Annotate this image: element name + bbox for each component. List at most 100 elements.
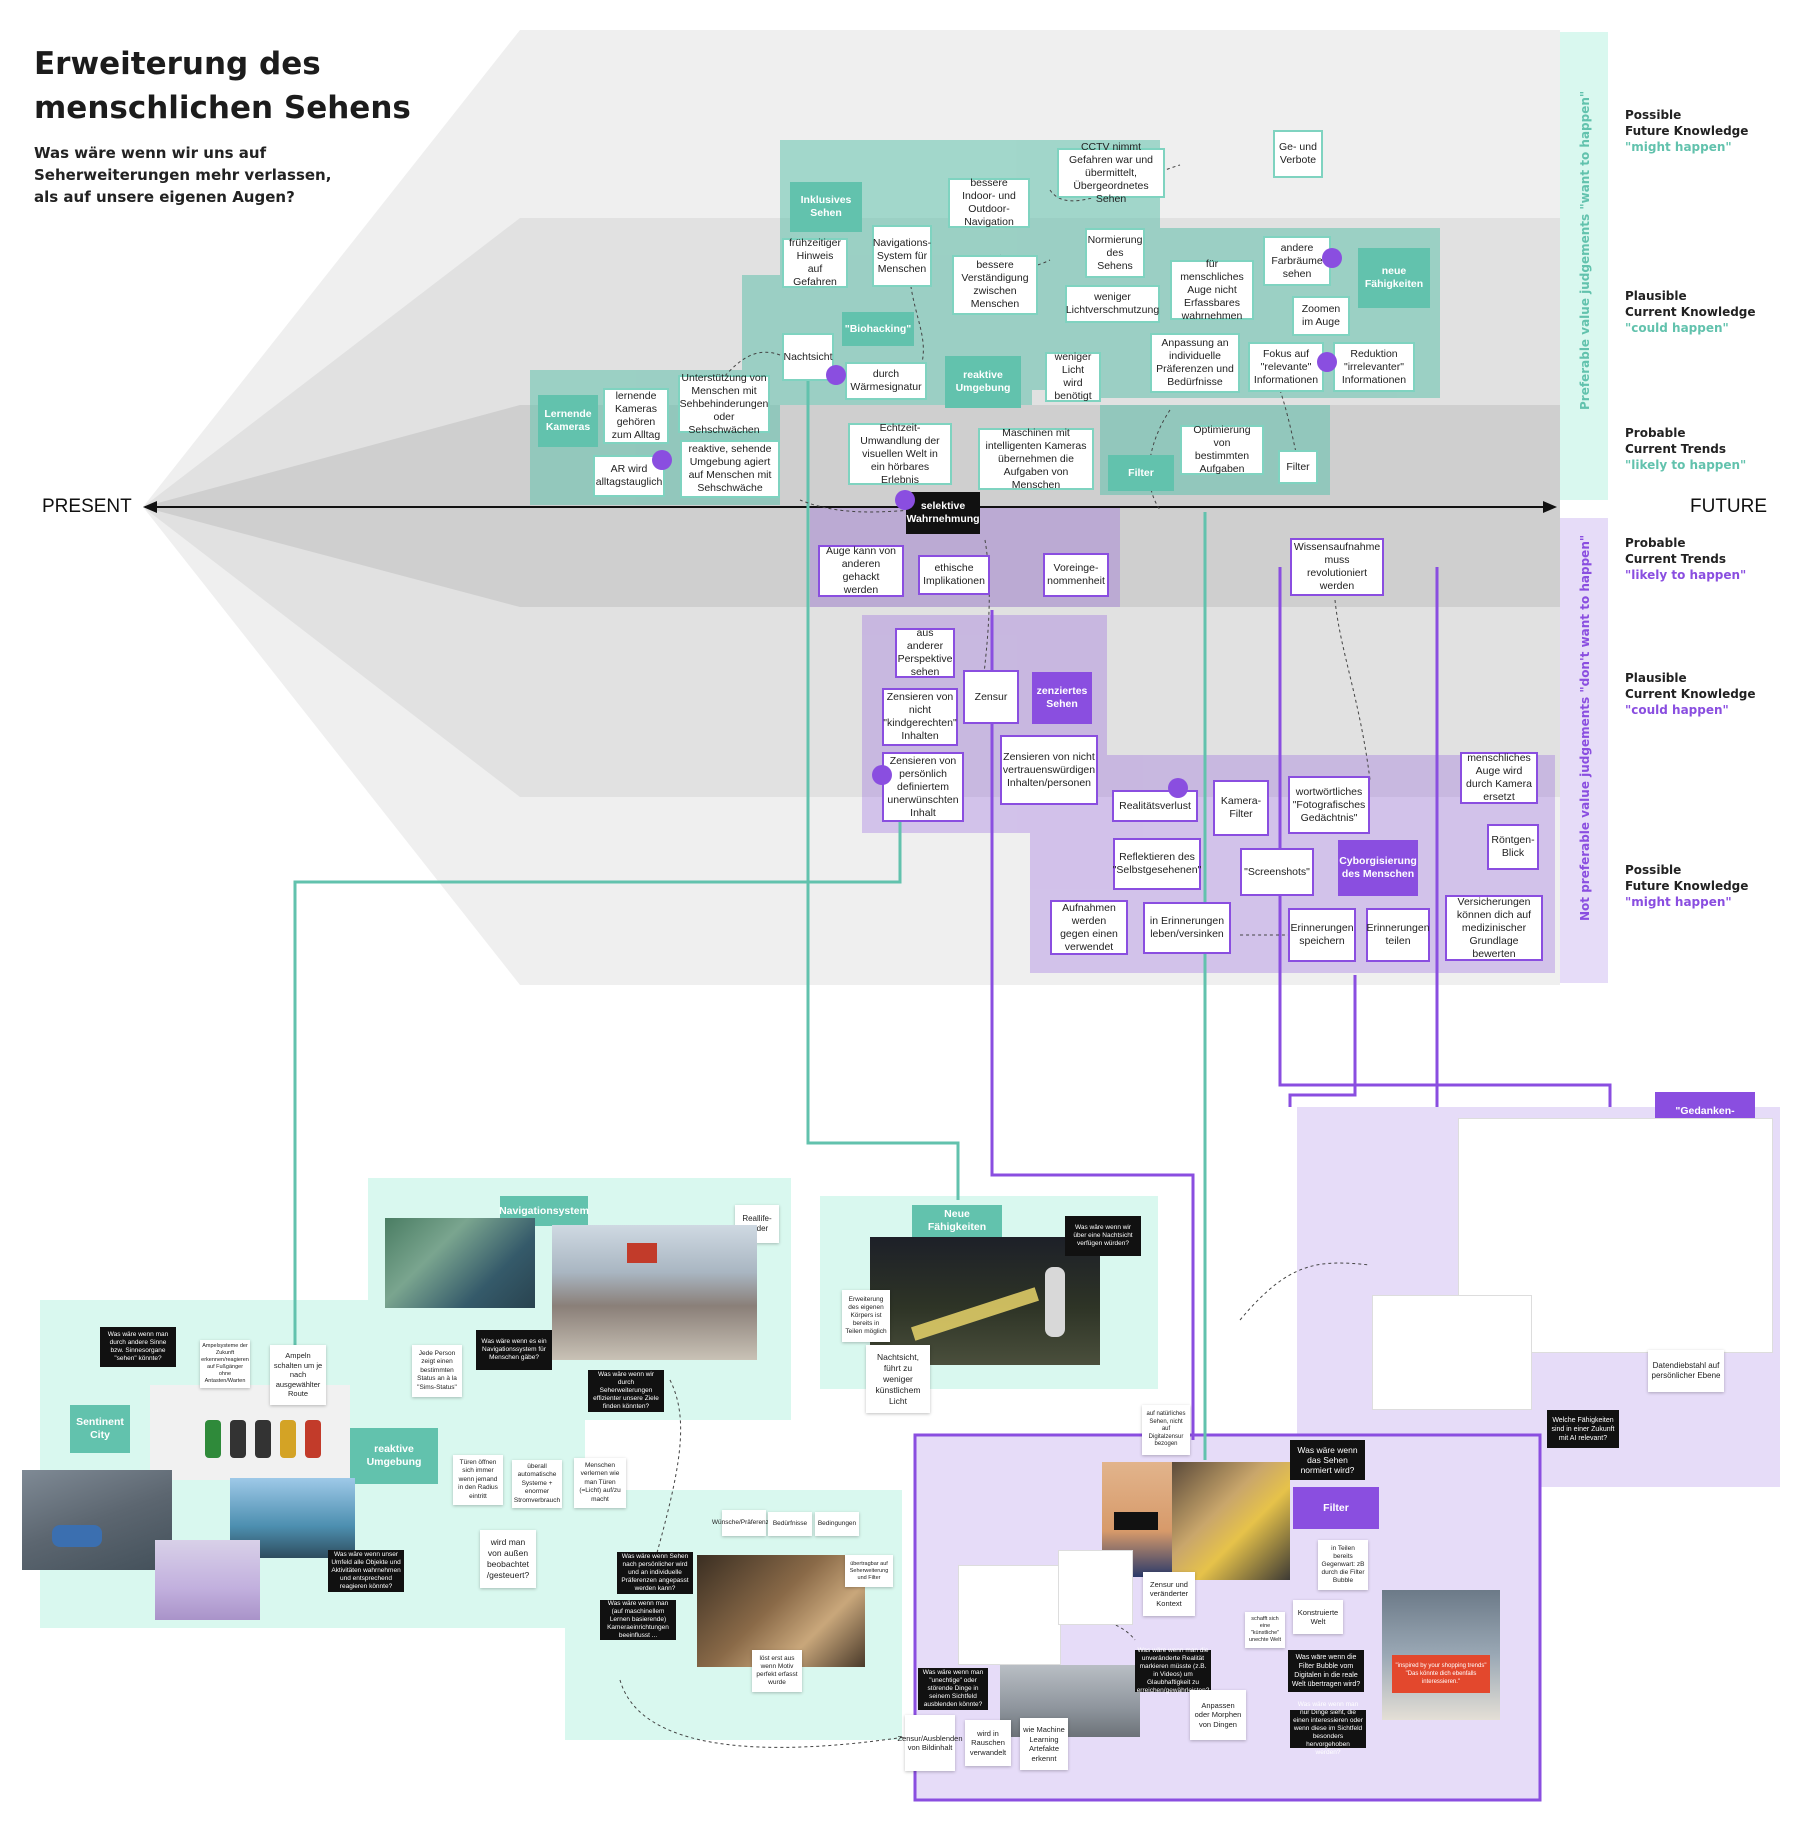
card-verstaendigung: bessere Verständigung zwischen Menschen: [952, 255, 1038, 315]
card-ar-alltagstauglich: AR wird alltagstauglich: [593, 455, 665, 497]
card-reaktive-sehende-umgebung: reaktive, sehende Umgebung agiert auf Me…: [680, 440, 780, 498]
vote-dot: [872, 765, 892, 785]
card-waermesignatur: durch Wärmesignatur: [845, 362, 927, 400]
light-beam-shape: [911, 1287, 1039, 1341]
card-ge-und-verbote: Ge- und Verbote: [1273, 130, 1323, 178]
tag-filter: Filter: [1108, 455, 1174, 491]
card-cctv: CCTV nimmt Gefahren war und übermittelt,…: [1057, 141, 1165, 205]
traffic-light-icon: [280, 1420, 296, 1458]
card-andere-perspektive: aus anderer Perspektive sehen: [895, 627, 955, 678]
camera-photographer-image: [697, 1555, 865, 1667]
question-card: Welche Fähigkeiten sind in einer Zukunft…: [1547, 1410, 1619, 1448]
card-optimierung: Optimierung von bestimmten Aufgaben: [1180, 424, 1264, 475]
card-auge-gehackt: Auge kann von anderen gehackt werden: [818, 545, 904, 597]
sticky-note: Bedingungen: [815, 1512, 859, 1536]
sticky-note: auf natürliches Sehen, nicht auf Digital…: [1142, 1405, 1190, 1455]
sticky-note: Erweiterung des eigenen Körpers ist bere…: [842, 1290, 890, 1342]
red-arrow-icon: [627, 1243, 657, 1263]
sticky-note: Türen öffnen sich immer wenn jemand in d…: [453, 1455, 503, 1505]
traffic-light-icon: [230, 1420, 246, 1458]
tag-reaktive-umgebung: reaktive Umgebung: [945, 356, 1021, 408]
axis-present-label: PRESENT: [42, 496, 132, 517]
question-card: Was wäre wenn man "unechtige" oder störe…: [918, 1668, 988, 1710]
card-screenshots: "Screenshots": [1240, 848, 1314, 896]
question-card: Was wäre wenn man (auf maschinellem Lern…: [600, 1600, 676, 1640]
sticky-note: Anpassen oder Morphen von Dingen: [1190, 1690, 1246, 1740]
sticky-note: Ampelsysteme der Zukunft erkennen/reagie…: [200, 1340, 250, 1388]
tag-lernende-kameras: Lernende Kameras: [538, 395, 598, 447]
side-label-not-preferable: Not preferable value judgements "don't w…: [1578, 534, 1592, 921]
traffic-light-icon: [305, 1420, 321, 1458]
tag-zenziertes-sehen: zenziertes Sehen: [1032, 672, 1092, 724]
card-in-erinnerungen-leben: in Erinnerungen leben/versinken: [1143, 902, 1231, 954]
sticky-note: in Teilen bereits Gegenwart: zB durch di…: [1318, 1540, 1368, 1590]
sticky-note: wird man von außen beobachtet /gesteuert…: [480, 1530, 536, 1588]
card-kamera-ersetzt: menschliches Auge wird durch Kamera erse…: [1460, 752, 1538, 804]
traffic-lights-image: [150, 1385, 350, 1480]
sticky-note: Datendiebstahl auf persönlicher Ebene: [1648, 1350, 1724, 1392]
not-preferable-bar: [1560, 518, 1608, 983]
card-zensur: Zensur: [963, 670, 1019, 724]
side-label-preferable: Preferable value judgements "want to hap…: [1578, 90, 1592, 410]
question-card: Was wäre wenn Sehen nach persönlicher wi…: [617, 1552, 693, 1594]
traffic-light-icon: [255, 1420, 271, 1458]
censor-bar-shape: [1114, 1512, 1158, 1530]
sticky-note: Menschen verlernen wie man Türen (=Licht…: [574, 1458, 626, 1508]
card-filter: Filter: [1278, 450, 1318, 484]
card-lernende-kameras: lernende Kameras gehören zum Alltag: [603, 388, 669, 444]
sticky-note: Zensur und veränderter Kontext: [1143, 1572, 1195, 1616]
card-fokus-relevant: Fokus auf "relevante" Informationen: [1248, 342, 1324, 392]
preferable-bar: [1560, 32, 1608, 500]
board-tag-filter: Filter: [1293, 1487, 1379, 1529]
card-persoenlich-unerwuenscht: Zensieren von persönlich definiertem une…: [882, 752, 964, 822]
tag-inklusives-sehen: Inklusives Sehen: [790, 182, 862, 232]
person-figure: [1045, 1267, 1065, 1337]
card-nachtsicht: Nachtsicht: [782, 333, 834, 381]
tag-selektive-wahrnehmung: selektive Wahrnehmung: [906, 492, 980, 534]
vote-dot: [895, 490, 915, 510]
gedanken-sketch-cafe: [1372, 1295, 1532, 1410]
card-voreingenommenheit: Voreinge-nommenheit: [1043, 553, 1109, 597]
card-weniger-licht-benoetigt: weniger Licht wird benötigt: [1045, 351, 1101, 402]
card-kindgerecht: Zensieren von nicht "kindgerechten" Inha…: [882, 688, 958, 746]
card-reduktion-irrelevant: Reduktion "irrelevanter" Informationen: [1333, 342, 1415, 392]
sticky-note: Wünsche/Präferenzen: [712, 1510, 776, 1536]
sticky-note: Bedürfnisse: [768, 1512, 812, 1536]
sticky-note: Jede Person zeigt einen bestimmten Statu…: [412, 1345, 462, 1397]
card-normierung: Normierung des Sehens: [1085, 228, 1145, 278]
vote-dot: [826, 365, 846, 385]
sticky-note: Ampeln schalten um je nach ausgewählter …: [270, 1345, 326, 1405]
card-ethische-implikationen: ethische Implikationen: [918, 555, 990, 595]
card-nicht-erfassbares: für menschliches Auge nicht Erfassbares …: [1170, 258, 1254, 322]
smart-crossing-image: [22, 1470, 172, 1570]
card-realitaetsverlust: Realitätsverlust: [1112, 790, 1198, 822]
traffic-light-icon: [205, 1420, 221, 1458]
card-andere-farbraeume: andere Farbräume sehen: [1263, 236, 1331, 286]
bond-collage-image: [1172, 1462, 1290, 1580]
question-card: Was wäre wenn es ein Navigationssystem f…: [476, 1330, 552, 1370]
board-tag-reaktive-umgebung: reaktive Umgebung: [350, 1428, 438, 1484]
sticky-note: Zensur/Ausblenden von Bildinhalt: [897, 1715, 963, 1771]
card-indoor-outdoor: bessere Indoor- und Outdoor-Navigation: [948, 177, 1030, 228]
card-unterstuetzung: Unterstützung von Menschen mit Sehbehind…: [678, 371, 770, 436]
sticky-note: schafft sich eine "künstliche" unechte W…: [1245, 1612, 1285, 1648]
question-card: Was wäre wenn man nur Dinge sieht, die e…: [1290, 1701, 1366, 1756]
card-zoomen-im-auge: Zoomen im Auge: [1292, 296, 1350, 336]
card-maschinen-kameras: Maschinen mit intelligenten Kameras über…: [978, 427, 1094, 491]
card-roentgen-blick: Röntgen-Blick: [1487, 824, 1539, 870]
card-fruehzeitiger-hinweis: frühzeitiger Hinweis auf Gefahren: [782, 237, 848, 288]
sticky-note: übertragbar auf Seherweiterung und Filte…: [845, 1555, 893, 1587]
card-aufnahmen-gegen: Aufnahmen werden gegen einen verwendet: [1050, 900, 1128, 955]
card-echtzeit-umwandlung: Echtzeit-Umwandlung der visuellen Welt i…: [848, 422, 952, 486]
page-subtitle: Was wäre wenn wir uns auf Seherweiterung…: [34, 144, 332, 206]
card-fotografisches-gedaechtnis: wortwörtliches "Fotografisches Gedächtni…: [1288, 776, 1370, 834]
sims-screenshot-image: [385, 1218, 535, 1308]
vote-dot: [652, 450, 672, 470]
sketch-phone-drawing: [1058, 1550, 1133, 1625]
question-card: Was wäre wenn man durch andere Sinne bzw…: [100, 1327, 176, 1367]
